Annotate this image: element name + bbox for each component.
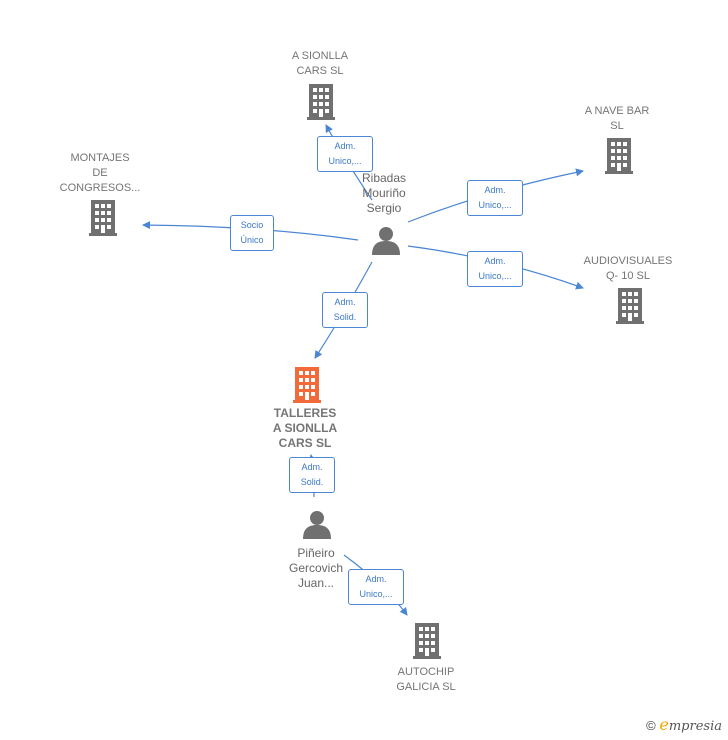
- company-label-talleres[interactable]: TALLERES A SIONLLA CARS SL: [272, 406, 338, 450]
- building-icon-montajes[interactable]: [89, 200, 117, 236]
- company-label-nave-bar[interactable]: A NAVE BAR SL: [584, 105, 650, 132]
- person-icon-pineiro[interactable]: [303, 511, 331, 539]
- edge-label-adm-unico-sionlla[interactable]: Adm. Unico,...: [317, 136, 373, 172]
- edge-label-adm-solid-pineiro[interactable]: Adm. Solid.: [289, 457, 335, 493]
- edge-label-adm-solid-talleres[interactable]: Adm. Solid.: [322, 292, 368, 328]
- company-label-autochip[interactable]: AUTOCHIP GALICIA SL: [396, 666, 456, 693]
- building-icon-autochip[interactable]: [413, 623, 441, 659]
- copyright-symbol: ©: [646, 718, 656, 733]
- building-icon-talleres[interactable]: [293, 367, 321, 403]
- edge-label-adm-unico-autochip[interactable]: Adm. Unico,...: [348, 569, 404, 605]
- company-label-sionlla-cars[interactable]: A SIONLLA CARS SL: [291, 50, 349, 77]
- person-icon-ribadas[interactable]: [372, 227, 400, 255]
- brand-logo-e: e: [659, 715, 669, 734]
- building-icon-audiovisuales[interactable]: [616, 288, 644, 324]
- person-label-pineiro[interactable]: Piñeiro Gercovich Juan...: [288, 546, 344, 590]
- edge-label-adm-unico-audiovisuales[interactable]: Adm. Unico,...: [467, 251, 523, 287]
- edge-label-adm-unico-navebar[interactable]: Adm. Unico,...: [467, 180, 523, 216]
- company-label-montajes[interactable]: MONTAJES DE CONGRESOS...: [59, 152, 141, 194]
- edge-label-socio-unico-montajes[interactable]: Socio Único: [230, 215, 274, 251]
- company-label-audiovisuales[interactable]: AUDIOVISUALES Q- 10 SL: [583, 255, 673, 282]
- person-label-ribadas[interactable]: Ribadas Mouriño Sergio: [361, 171, 407, 215]
- brand-logo-text: mpresia: [668, 719, 722, 734]
- building-icon-sionlla-cars[interactable]: [307, 84, 335, 120]
- building-icon-nave-bar[interactable]: [605, 138, 633, 174]
- brand-logo: © empresia: [646, 715, 722, 734]
